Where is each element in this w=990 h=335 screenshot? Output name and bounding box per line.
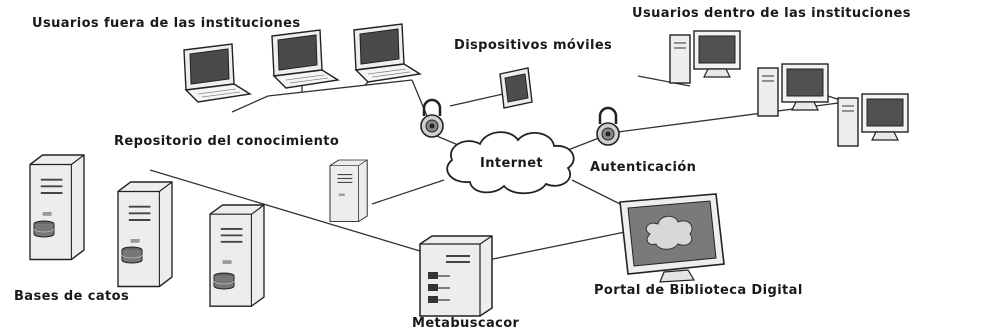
label-authentication: Autenticación bbox=[590, 160, 697, 175]
mobile-device-icon bbox=[499, 67, 533, 109]
desktop-computer-icon bbox=[669, 30, 741, 84]
outside-users-bus bbox=[231, 79, 413, 113]
label-users-inside: Usuarios dentro de las instituciones bbox=[632, 6, 911, 21]
label-users-outside: Usuarios fuera de las instituciones bbox=[32, 16, 301, 31]
database-server-icon bbox=[117, 181, 173, 288]
database-server-icon bbox=[29, 154, 85, 261]
label-digital-library-portal: Portal de Biblioteca Digital bbox=[594, 283, 803, 298]
internet-cloud-icon bbox=[446, 131, 575, 195]
metasearch-server-icon bbox=[419, 235, 493, 317]
label-mobile-devices: Dispositivos móviles bbox=[454, 38, 613, 53]
lock-icon bbox=[419, 98, 445, 139]
laptop-icon bbox=[353, 23, 421, 83]
label-metasearch: Metabuscacor bbox=[412, 316, 520, 331]
repository-server-icon bbox=[329, 159, 368, 223]
label-knowledge-repository: Repositorio del conocimiento bbox=[114, 134, 340, 149]
lock-icon bbox=[595, 106, 621, 147]
portal-monitor-icon bbox=[619, 193, 725, 283]
label-databases: Bases de catos bbox=[14, 289, 130, 304]
label-internet: Internet bbox=[480, 156, 544, 171]
laptop-icon bbox=[271, 29, 339, 89]
database-server-icon bbox=[209, 204, 265, 308]
desktop-computer-icon bbox=[837, 93, 909, 147]
desktop-computer-icon bbox=[757, 63, 829, 117]
laptop-icon bbox=[183, 43, 251, 103]
